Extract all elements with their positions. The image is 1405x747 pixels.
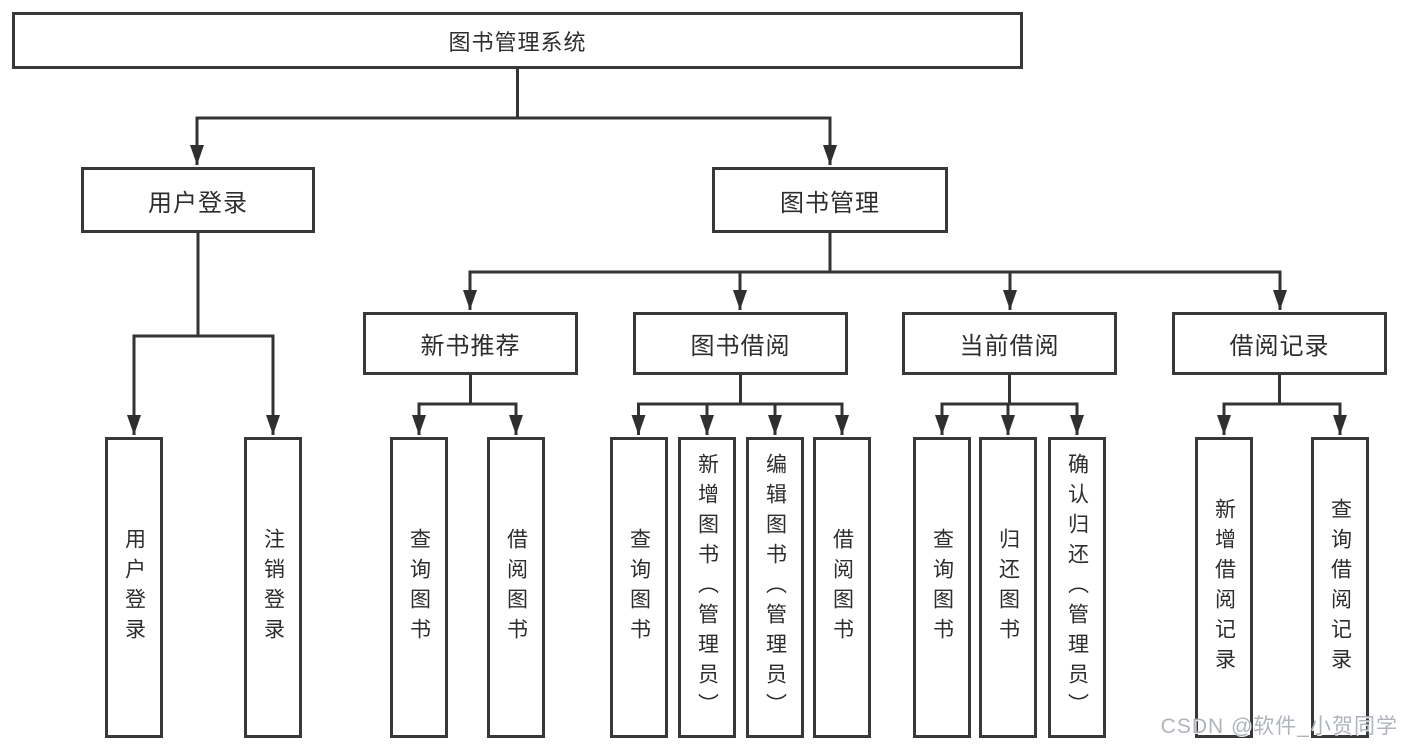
connector-borrow-record-split (1222, 373, 1342, 406)
node-borrowing-records: 借阅记录 (1172, 312, 1387, 375)
node-label: 用户登录 (148, 189, 248, 217)
node-current-borrowing: 当前借阅 (902, 312, 1117, 375)
node-leaf-query-books-1: 查询图书 (390, 437, 448, 738)
connector-book-management-split (468, 231, 1282, 274)
node-book-management: 图书管理 (712, 167, 948, 233)
node-label: 借阅图书 (830, 527, 854, 648)
node-leaf-borrow-books-1: 借阅图书 (487, 437, 545, 738)
node-leaf-add-books-admin: 新增图书（管理员） (678, 437, 736, 738)
node-label: 查询借阅记录 (1328, 497, 1352, 678)
node-label: 查询图书 (407, 527, 431, 648)
node-label: 注销登录 (261, 527, 285, 648)
node-leaf-edit-books-admin: 编辑图书（管理员） (746, 437, 804, 738)
node-leaf-confirm-return-admin: 确认归还（管理员） (1048, 437, 1106, 738)
node-label: 图书借阅 (690, 333, 791, 360)
node-label: 新书推荐 (420, 333, 521, 360)
node-label: 新增借阅记录 (1212, 497, 1236, 678)
connector-book-borrow-split (637, 373, 844, 406)
node-leaf-user-login: 用户登录 (105, 437, 163, 738)
node-label: 图书管理 (780, 189, 880, 217)
node-label: 编辑图书（管理员） (763, 452, 787, 723)
node-label: 用户登录 (122, 527, 146, 648)
watermark: CSDN @软件_小贺同学 (1160, 715, 1398, 738)
node-label: 图书管理系统 (448, 29, 587, 55)
node-label: 归还图书 (996, 527, 1020, 648)
connector-current-borrow-split (940, 373, 1079, 406)
node-label: 当前借阅 (959, 333, 1060, 360)
node-leaf-logout: 注销登录 (244, 437, 302, 738)
connector-root-trunk (195, 68, 832, 120)
connector-user-login-split (132, 231, 275, 338)
node-label: 确认归还（管理员） (1065, 452, 1089, 723)
node-book-borrowing: 图书借阅 (633, 312, 848, 375)
node-label: 借阅图书 (504, 527, 528, 648)
node-leaf-return-books: 归还图书 (979, 437, 1037, 738)
node-label: 查询图书 (930, 527, 954, 648)
node-leaf-query-borrow-record: 查询借阅记录 (1311, 437, 1369, 738)
node-new-book-recommend: 新书推荐 (363, 312, 578, 375)
node-leaf-query-books-3: 查询图书 (913, 437, 971, 738)
node-label: 查询图书 (627, 527, 651, 648)
node-leaf-add-borrow-record: 新增借阅记录 (1195, 437, 1253, 738)
connector-new-book-split (417, 373, 518, 406)
node-label: 借阅记录 (1229, 333, 1330, 360)
node-leaf-query-books-2: 查询图书 (610, 437, 668, 738)
node-leaf-borrow-books-2: 借阅图书 (813, 437, 871, 738)
node-user-login: 用户登录 (81, 167, 315, 233)
node-library-system: 图书管理系统 (12, 12, 1023, 69)
node-label: 新增图书（管理员） (695, 452, 719, 723)
